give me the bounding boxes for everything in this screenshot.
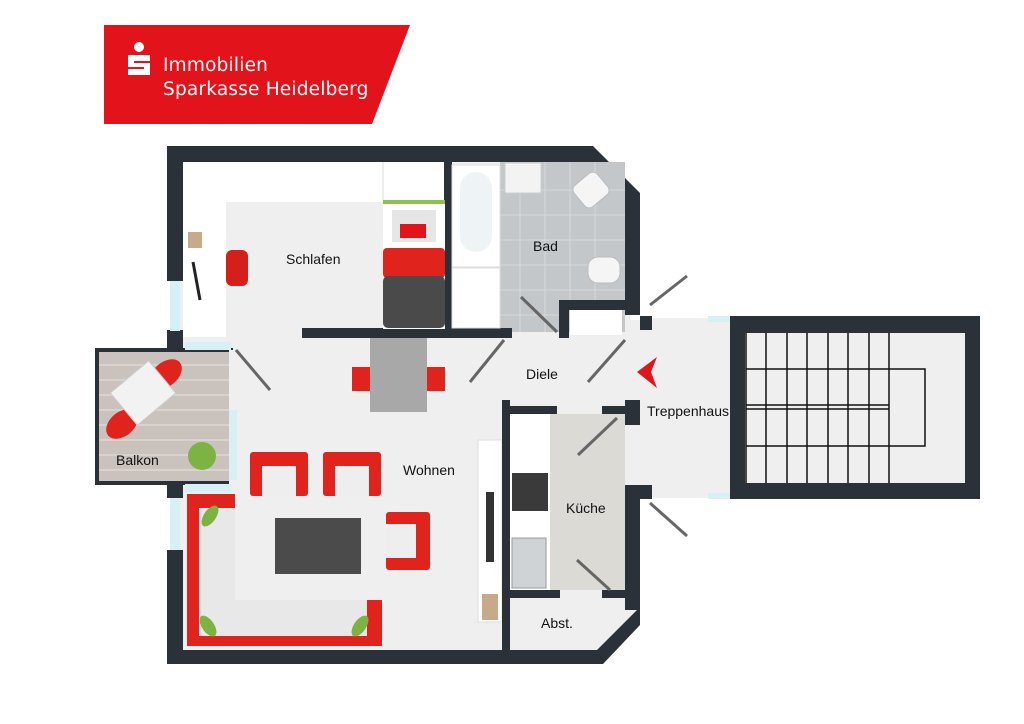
balcony-table xyxy=(109,360,177,426)
room-label-treppenhaus: Treppenhaus xyxy=(647,403,729,419)
armchair xyxy=(323,452,381,496)
room-label-kueche: Küche xyxy=(566,500,606,516)
sink-icon xyxy=(511,537,547,589)
entrance-arrow-icon xyxy=(637,357,657,388)
sofa xyxy=(187,494,382,646)
lamp xyxy=(191,261,202,301)
tv-icon xyxy=(486,492,494,562)
armchair xyxy=(250,452,308,496)
logo-line-1: Immobilien xyxy=(163,55,269,76)
sparkasse-s-icon xyxy=(128,42,150,75)
armchair xyxy=(386,512,430,570)
doors xyxy=(234,274,688,592)
room-label-balkon: Balkon xyxy=(116,452,159,468)
cooktop-icon xyxy=(512,473,548,511)
window xyxy=(170,498,180,550)
plant-icon xyxy=(188,442,216,470)
stairs xyxy=(745,333,926,483)
toilet xyxy=(587,256,621,284)
room-label-abst: Abst. xyxy=(541,615,573,631)
logo-line-2: Sparkasse Heidelberg xyxy=(163,79,369,100)
coffee-table xyxy=(275,518,361,574)
window xyxy=(170,281,180,331)
sink xyxy=(572,171,610,209)
logo-banner xyxy=(104,25,410,124)
washing-machine xyxy=(504,162,542,194)
chair-icon xyxy=(226,250,248,286)
dining-table xyxy=(370,338,427,412)
room-label-schlafen: Schlafen xyxy=(286,251,341,267)
room-label-diele: Diele xyxy=(526,366,558,382)
room-label-bad: Bad xyxy=(533,238,558,254)
shower xyxy=(451,267,501,329)
room-label-wohnen: Wohnen xyxy=(403,462,455,478)
kitchen-tiles xyxy=(550,414,625,590)
